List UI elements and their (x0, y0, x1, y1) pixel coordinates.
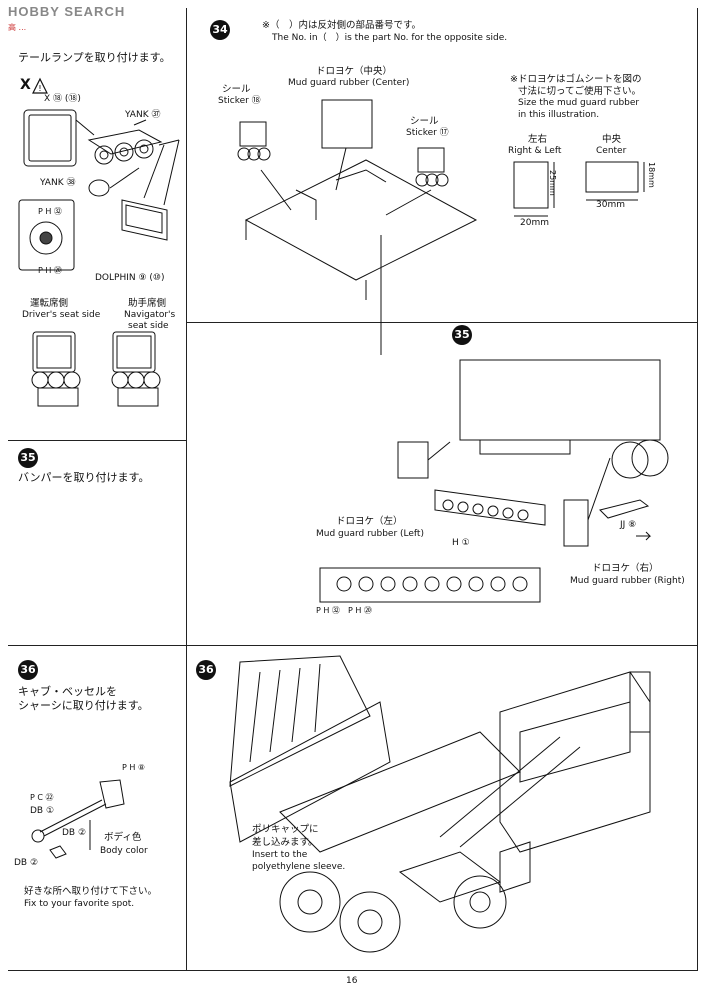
tail-lamp-assembled (31, 331, 161, 407)
svg-text:!: ! (38, 84, 41, 93)
step-36-title-2: シャーシに取り付けます。 (18, 699, 149, 712)
part-ph92-right: P H ㉜ (316, 606, 340, 615)
frame-bottom (8, 970, 698, 971)
part-yank38: YANK ㊳ (40, 178, 76, 188)
poly-jp1: ポリキャップに (252, 824, 319, 835)
center-label-jp: 中央 (602, 134, 622, 145)
dim-20mm: 20mm (520, 218, 549, 228)
dim-18mm: 18mm (647, 162, 656, 188)
body-color-en: Body color (100, 846, 148, 856)
x-mark: X (20, 77, 31, 93)
dim-25mm: 25mm (548, 170, 557, 196)
step-36-illustration (229, 655, 651, 953)
row-divider-left (8, 440, 186, 441)
left-guard-jp: ドロヨケ（左） (336, 516, 403, 527)
left-guard-en: Mud guard rubber (Left) (316, 529, 424, 539)
part-yank37: YANK ㊲ (125, 110, 161, 120)
step-35-title: バンパーを取り付けます。 (18, 471, 150, 484)
tail-lamp-title: テールランプを取り付けます。 (18, 51, 171, 64)
rl-label-jp: 左右 (528, 134, 548, 145)
body-color-jp: ボディ色 (104, 832, 142, 843)
step-34-badge: 34 (210, 20, 230, 40)
right-guard-jp: ドロヨケ（右） (592, 563, 659, 574)
dim-30mm: 30mm (596, 200, 625, 210)
part-db2-b: DB ② (14, 858, 39, 868)
step-35-illustration (319, 359, 669, 603)
part-dolphin: DOLPHIN ⑨ (⑩) (95, 273, 165, 283)
row-divider-right (186, 322, 698, 323)
step-36-badge: 36 (196, 660, 216, 680)
center-label-en: Center (596, 146, 627, 156)
sticker17-jp: シール (410, 116, 439, 127)
center-guard-jp: ドロヨケ（中央） (316, 66, 393, 77)
watermark-sub: 高 ... (8, 23, 27, 32)
step-34-note-en: The No. in（ ）is the part No. for the opp… (272, 33, 508, 43)
navigator-side-jp: 助手席側 (128, 298, 167, 309)
tail-lamp-illustration (18, 109, 180, 271)
row-divider-bottom (8, 645, 698, 646)
step-35-badge-left: 35 (18, 448, 38, 468)
warning-icon: ! (32, 77, 48, 94)
navigator-side-en1: Navigator's (124, 310, 176, 320)
part-ph92: P H ㉜ (38, 207, 62, 216)
poly-jp2: 差し込みます。 (252, 837, 318, 848)
driver-side-en: Driver's seat side (22, 310, 101, 320)
part-h1: H ① (452, 538, 470, 548)
part-ph90-right: P H ⑳ (348, 606, 372, 615)
sticker17-en: Sticker ⑰ (406, 128, 449, 138)
rl-label-en: Right & Left (508, 146, 562, 156)
column-divider (186, 8, 187, 970)
sticker18-jp: シール (222, 84, 251, 95)
part-db1: DB ① (30, 806, 55, 816)
right-guard-en: Mud guard rubber (Right) (570, 576, 685, 586)
poly-en1: Insert to the (252, 850, 308, 860)
guard-size-diagram (513, 161, 645, 217)
sticker18-en: Sticker ⑱ (218, 96, 261, 106)
step-36-title-1: キャブ・ベッセルを (18, 685, 117, 698)
part-pc22: P C ㉒ (30, 793, 54, 802)
part-x: X ⑱ (⑱) (44, 94, 81, 104)
size-note-jp1: ※ドロヨケはゴムシートを図の (510, 74, 642, 85)
driver-side-jp: 運転席側 (30, 298, 69, 309)
favorite-spot-en: Fix to your favorite spot. (24, 899, 135, 909)
step-36-badge-left: 36 (18, 660, 38, 680)
navigator-side-en2: seat side (128, 321, 169, 331)
part-ph8: P H ⑧ (122, 763, 146, 772)
center-guard-en: Mud guard rubber (Center) (288, 78, 410, 88)
step-34-illustration (237, 99, 478, 355)
poly-en2: polyethylene sleeve. (252, 862, 346, 872)
size-note-en2: in this illustration. (518, 110, 600, 120)
size-note-jp2: 寸法に切ってご使用下さい。 (518, 86, 642, 97)
part-jj8: JJ ⑧ (620, 520, 637, 530)
watermark-logo: HOBBY SEARCH (8, 4, 126, 19)
favorite-spot-jp: 好きな所へ取り付けて下さい。 (24, 886, 158, 897)
step-34-note-jp: ※（ ）内は反対側の部品番号です。 (262, 20, 422, 31)
shovel-illustration (31, 779, 125, 859)
part-db2-a: DB ② (62, 828, 87, 838)
page-number: 16 (346, 976, 358, 986)
size-note-en1: Size the mud guard rubber (518, 98, 640, 108)
frame-right (697, 8, 698, 970)
step-35-badge: 35 (452, 325, 472, 345)
